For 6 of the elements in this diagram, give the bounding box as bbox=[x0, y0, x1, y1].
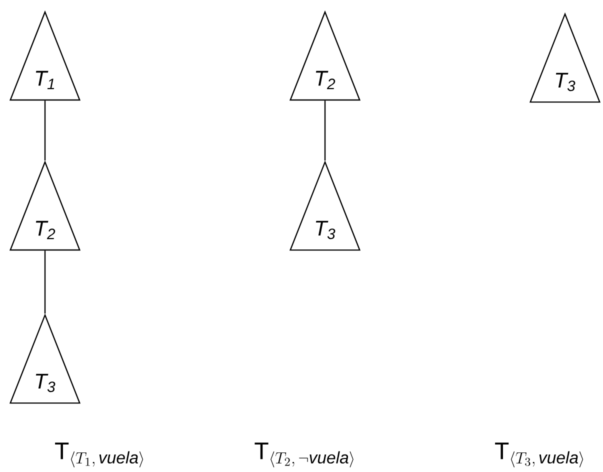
connector-line bbox=[324, 100, 326, 160]
connector-line bbox=[44, 250, 46, 314]
tree-label: $\mathrm{T}_{\langle T_2,\, \neg\mathit{vuela}\rangle}$ bbox=[254, 442, 354, 468]
tree-label: $\mathrm{T}_{\langle T_1,\, \mathit{vuela}\rangle}$ bbox=[55, 442, 144, 468]
connector-line bbox=[44, 100, 46, 160]
tree-label: $\mathrm{T}_{\langle T_3,\, \mathit{vuela}\rangle}$ bbox=[495, 442, 584, 468]
